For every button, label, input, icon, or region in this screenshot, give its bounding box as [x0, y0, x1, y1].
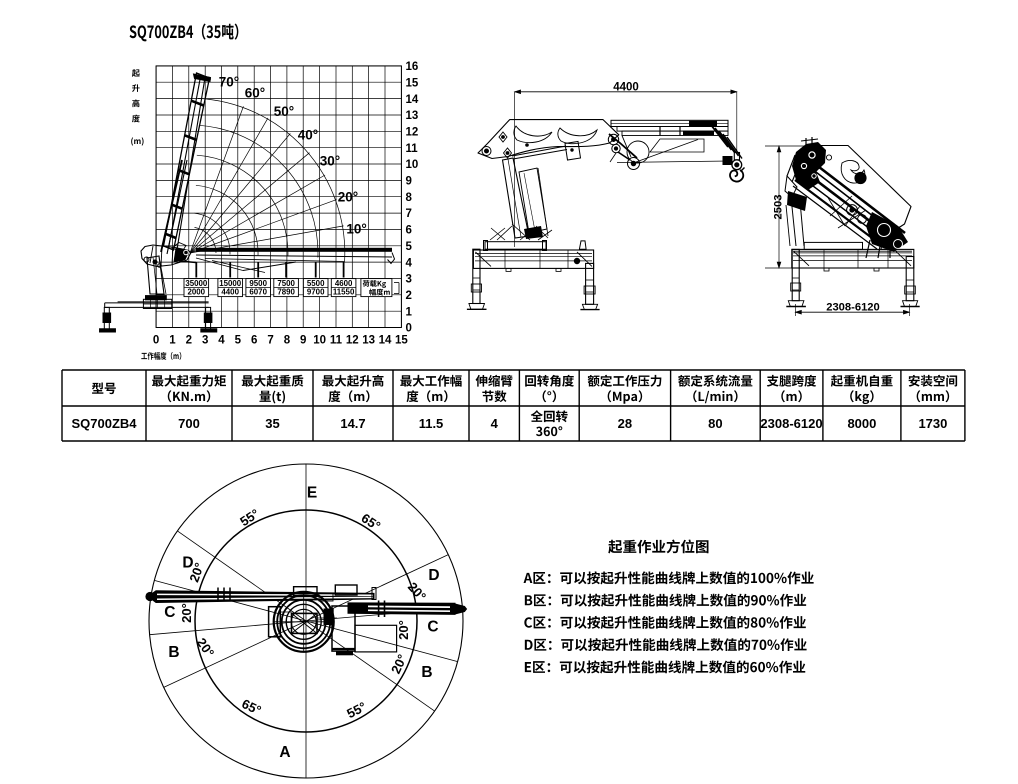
svg-text:15: 15	[395, 335, 408, 347]
svg-text:9500: 9500	[249, 279, 267, 288]
svg-text:3: 3	[406, 274, 412, 286]
svg-text:2308-6120: 2308-6120	[826, 302, 880, 314]
svg-text:60°: 60°	[245, 85, 265, 100]
svg-text:14.7: 14.7	[340, 416, 365, 431]
svg-text:0: 0	[153, 335, 159, 347]
svg-text:2: 2	[406, 290, 412, 302]
svg-text:16: 16	[406, 61, 419, 73]
svg-text:9: 9	[300, 335, 306, 347]
svg-text:13: 13	[362, 335, 375, 347]
svg-text:2000: 2000	[188, 288, 206, 297]
svg-text:70°: 70°	[219, 75, 239, 90]
svg-text:6: 6	[251, 335, 257, 347]
svg-text:7890: 7890	[277, 288, 295, 297]
svg-text:28: 28	[618, 416, 632, 431]
svg-text:10: 10	[406, 159, 419, 171]
svg-text:1: 1	[406, 306, 413, 318]
svg-text:8: 8	[406, 192, 413, 204]
svg-text:4600: 4600	[335, 279, 353, 288]
svg-text:4400: 4400	[221, 288, 239, 297]
svg-text:4: 4	[218, 335, 225, 347]
svg-text:B: B	[168, 644, 179, 661]
svg-text:D: D	[182, 555, 193, 572]
svg-text:8: 8	[284, 335, 291, 347]
svg-text:4400: 4400	[613, 82, 639, 94]
svg-text:13: 13	[406, 110, 419, 122]
svg-text:55°: 55°	[237, 506, 262, 529]
svg-text:B: B	[421, 664, 432, 681]
svg-text:80: 80	[708, 416, 722, 431]
svg-text:4: 4	[406, 257, 413, 269]
svg-text:11.5: 11.5	[419, 416, 444, 431]
svg-text:5500: 5500	[307, 279, 325, 288]
svg-text:8000: 8000	[847, 416, 876, 431]
svg-text:1730: 1730	[918, 416, 947, 431]
svg-text:2503: 2503	[773, 195, 785, 220]
svg-text:20°: 20°	[405, 579, 429, 604]
svg-text:9: 9	[406, 176, 412, 188]
svg-text:700: 700	[178, 416, 200, 431]
svg-text:14: 14	[379, 335, 392, 347]
svg-text:2: 2	[186, 335, 192, 347]
svg-text:12: 12	[406, 127, 419, 139]
svg-text:65°: 65°	[239, 696, 263, 718]
svg-text:0: 0	[406, 323, 412, 335]
svg-text:5: 5	[406, 241, 413, 253]
svg-text:14: 14	[406, 94, 419, 106]
svg-text:30°: 30°	[320, 154, 340, 169]
svg-text:A: A	[279, 744, 290, 761]
svg-text:11: 11	[406, 143, 419, 155]
svg-text:20°: 20°	[388, 652, 410, 676]
svg-text:6: 6	[406, 225, 412, 237]
svg-text:7500: 7500	[277, 279, 295, 288]
svg-text:15: 15	[406, 78, 419, 90]
svg-text:6070: 6070	[249, 288, 267, 297]
svg-text:7: 7	[406, 208, 412, 220]
svg-text:D: D	[428, 567, 439, 584]
svg-text:11: 11	[330, 335, 343, 347]
svg-text:20°: 20°	[338, 190, 358, 205]
svg-text:35: 35	[265, 416, 279, 431]
svg-text:20°: 20°	[179, 603, 194, 623]
svg-text:35000: 35000	[185, 279, 208, 288]
svg-text:3: 3	[202, 335, 208, 347]
svg-text:2308-6120: 2308-6120	[760, 416, 822, 431]
svg-text:C: C	[427, 619, 438, 636]
svg-text:10°: 10°	[346, 222, 366, 237]
svg-text:50°: 50°	[274, 104, 294, 119]
svg-text:C: C	[164, 604, 175, 621]
svg-text:7: 7	[267, 335, 273, 347]
svg-text:5: 5	[235, 335, 242, 347]
svg-text:15000: 15000	[219, 279, 242, 288]
svg-text:SQ700ZB4: SQ700ZB4	[71, 416, 137, 431]
svg-text:40°: 40°	[298, 127, 318, 142]
svg-text:20°: 20°	[186, 561, 207, 585]
svg-text:55°: 55°	[344, 699, 368, 721]
svg-text:E: E	[307, 485, 317, 502]
svg-text:10: 10	[313, 335, 326, 347]
svg-text:65°: 65°	[359, 510, 384, 533]
svg-text:20°: 20°	[396, 620, 411, 640]
svg-text:11550: 11550	[333, 288, 355, 297]
svg-text:12: 12	[346, 335, 359, 347]
svg-text:1: 1	[169, 335, 176, 347]
svg-text:4: 4	[491, 416, 499, 431]
svg-text:20°: 20°	[194, 635, 218, 660]
svg-text:9700: 9700	[307, 288, 325, 297]
